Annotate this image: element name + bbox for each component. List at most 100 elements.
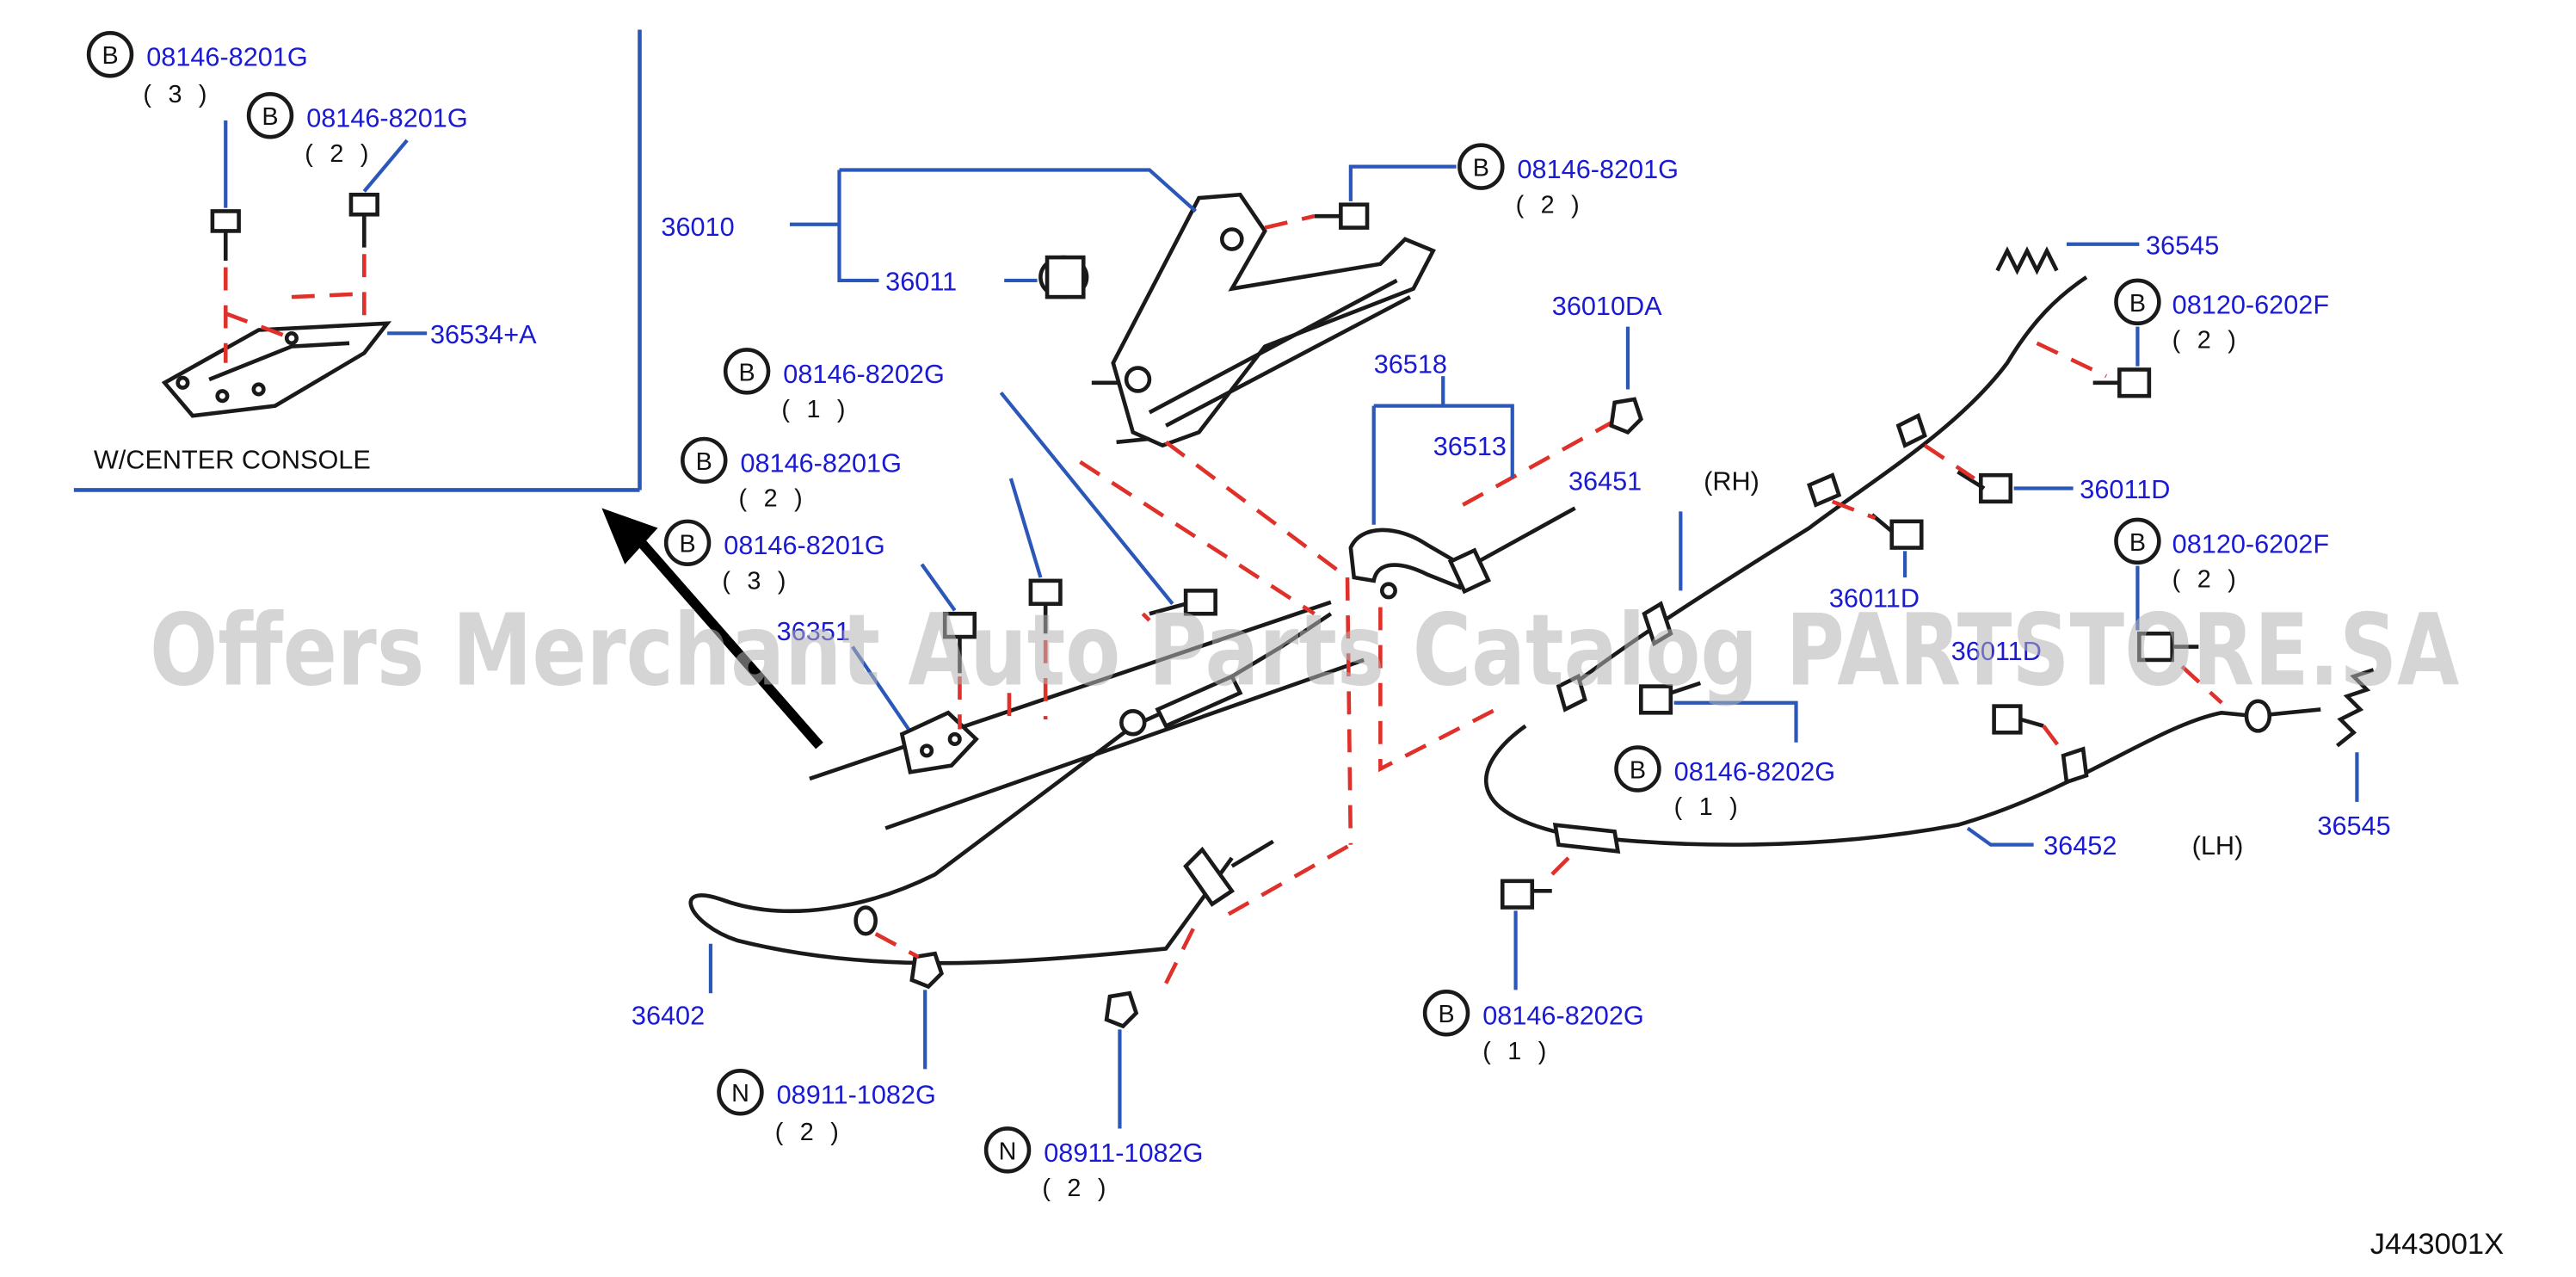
callout-letter: B (1473, 155, 1489, 182)
callout-letter: B (1438, 1001, 1454, 1028)
part-number: 08146-8202G (783, 360, 945, 389)
bolt-type-badge (2114, 517, 2161, 565)
callout-letter: B (696, 448, 712, 476)
callout-c5: B 08146-8201G ( 2 ) (681, 436, 1043, 578)
bolt-icon (1957, 470, 2013, 504)
part-label-36011D-c: 36011D (1951, 637, 2042, 666)
part-number: 08146-8201G (740, 448, 902, 478)
bolt-icon (1028, 578, 1063, 634)
part-label-36011: 36011 (885, 267, 957, 296)
callout-c7: B 08120-6202F ( 2 ) (2114, 278, 2329, 367)
bolt-icon (2092, 367, 2152, 398)
watermark-text: Offers Merchant Auto Parts Catalog PARTS… (150, 594, 2459, 709)
callout-c9: B 08146-8202G ( 1 ) (1614, 745, 1836, 821)
bolt-icon (210, 209, 241, 261)
quantity: ( 1 ) (781, 396, 850, 423)
part-label-36452: 36452 (2043, 831, 2117, 861)
part-label-36545-bottom: 36545 (2317, 811, 2390, 841)
quantity: ( 2 ) (305, 140, 373, 168)
quantity: ( 1 ) (1482, 1038, 1551, 1065)
bushing-36011 (1038, 255, 1089, 299)
nut-icon (1609, 397, 1643, 435)
part-label-36010: 36010 (661, 213, 734, 242)
part-number: 08911-1082G (777, 1081, 936, 1110)
pedal-assembly-36010 (1091, 192, 1436, 448)
bolt-icon (1992, 704, 2044, 735)
spring-icon (2335, 668, 2375, 748)
callout-letter: N (731, 1080, 749, 1107)
callout-c10: B 08146-8202G ( 1 ) (1422, 910, 1644, 1065)
part-label-36545-top: 36545 (2146, 231, 2219, 260)
part-number: 08120-6202F (2172, 529, 2329, 558)
front-cable-36402 (688, 612, 1333, 965)
bolt-type-badge (1422, 990, 1470, 1037)
part-label-36011D-a: 36011D (2080, 475, 2170, 504)
floor-tunnel-outline (809, 600, 1365, 830)
callout-c8: B 08120-6202F ( 2 ) (2114, 517, 2329, 631)
quantity: ( 2 ) (2172, 327, 2241, 355)
part-label-36534: 36534+A (430, 320, 537, 349)
callout-c11: N 08911-1082G ( 2 ) (717, 990, 936, 1146)
part-number: 08146-8202G (1674, 757, 1836, 787)
callout-c3: B 08146-8201G ( 2 ) (1348, 143, 1679, 219)
callout-letter: B (2129, 529, 2146, 557)
part-number: 08146-8201G (146, 43, 308, 72)
equalizer-36518 (1348, 506, 1576, 600)
rh-side-label: (RH) (1704, 466, 1759, 496)
callout-letter: B (2129, 290, 2146, 318)
bolt-icon (942, 611, 977, 674)
quantity: ( 2 ) (1042, 1175, 1111, 1202)
bolt-icon (1870, 513, 1924, 550)
bolt-type-badge (663, 519, 712, 567)
part-label-36451: 36451 (1568, 466, 1642, 496)
bolt-icon (1639, 681, 1702, 715)
callout-c2: B 08146-8201G ( 2 ) (246, 91, 468, 193)
part-number: 08146-8201G (1518, 155, 1679, 184)
part-number: 08146-8201G (306, 104, 468, 133)
nut-icon (1104, 990, 1139, 1029)
callout-letter: B (739, 359, 755, 386)
bolt-type-badge (2114, 278, 2161, 326)
rear-cable-lh-36452 (1483, 699, 2321, 854)
part-number: 08120-6202F (2172, 290, 2329, 319)
bolt-type-badge (723, 348, 771, 395)
bolt-icon (2137, 631, 2199, 663)
inset-caption: W/CENTER CONSOLE (94, 446, 371, 475)
callout-c6: B 08146-8201G ( 3 ) (663, 519, 957, 612)
callout-letter: B (262, 103, 278, 131)
part-number: 08146-8202G (1482, 1002, 1644, 1031)
part-label-36518: 36518 (1374, 349, 1447, 379)
part-label-36010DA: 36010DA (1552, 292, 1662, 321)
lh-side-label: (LH) (2192, 831, 2244, 861)
part-label-36513: 36513 (1433, 432, 1507, 461)
bolt-type-badge (246, 91, 294, 139)
bolt-type-badge (1614, 745, 1661, 793)
callout-letter: B (680, 531, 696, 558)
part-number: 08146-8201G (724, 531, 885, 560)
nut-icon (909, 951, 944, 990)
quantity: ( 2 ) (1516, 191, 1585, 219)
callout-c12: N 08911-1082G ( 2 ) (983, 1029, 1203, 1202)
bolt-icon (1149, 589, 1217, 616)
quantity: ( 1 ) (1674, 793, 1743, 821)
callout-letter: N (999, 1138, 1017, 1165)
spring-icon (1995, 246, 2059, 275)
diagram-code: J443001X (2370, 1228, 2504, 1261)
bolt-type-badge (681, 436, 728, 484)
nut-type-badge (983, 1126, 1032, 1174)
nut-type-badge (717, 1069, 764, 1116)
bolt-icon (348, 192, 379, 248)
quantity: ( 3 ) (143, 81, 212, 108)
bolt-icon (1314, 202, 1370, 230)
rear-cable-rh-36451 (1556, 275, 2088, 713)
bracket-36351 (899, 710, 979, 774)
bolt-type-badge (86, 31, 134, 78)
console-bracket-36534 (161, 321, 392, 418)
inset-arrow (601, 508, 823, 750)
part-label-36011D-b: 36011D (1829, 584, 1920, 614)
callout-letter: B (102, 42, 118, 70)
bolt-type-badge (1457, 143, 1505, 190)
part-label-36402: 36402 (632, 1002, 705, 1031)
quantity: ( 3 ) (722, 567, 791, 595)
